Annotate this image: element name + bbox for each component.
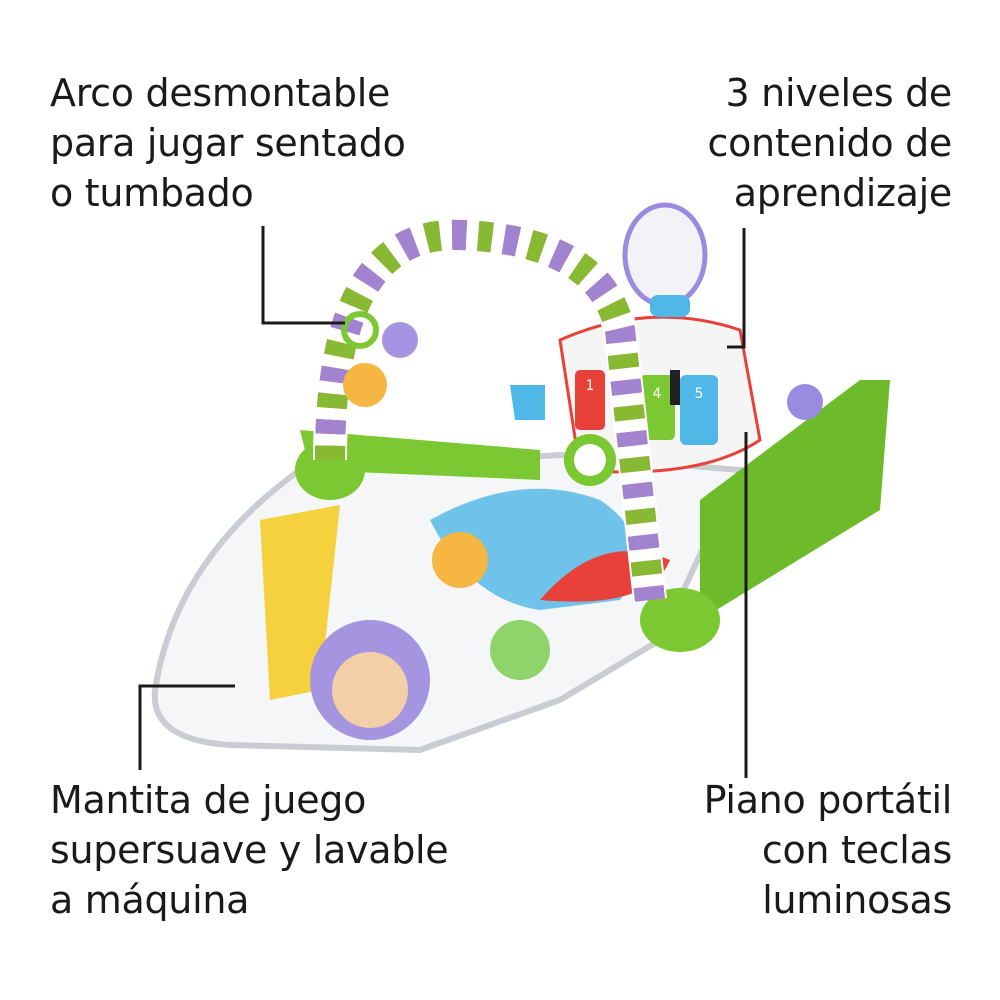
leader-line-arch	[261, 226, 345, 325]
turtle-print	[490, 620, 550, 680]
lion-toy	[343, 363, 387, 407]
callout-line: o tumbado	[50, 171, 254, 215]
callout-line: aprendizaje	[733, 171, 953, 215]
callout-line: 3 niveles de	[725, 71, 953, 115]
monkey-toy	[382, 322, 418, 358]
mirror	[622, 202, 708, 308]
volume-knob	[787, 384, 823, 420]
ring-toy	[341, 311, 379, 349]
leader-line-mat	[138, 684, 235, 770]
piano-key-1-label: 1	[586, 378, 595, 394]
callout-piano: Piano portátil con teclas luminosas	[703, 775, 953, 925]
callout-line: para jugar sentado	[50, 121, 406, 165]
right-arch-base	[640, 588, 720, 652]
callout-play-mat: Mantita de juego supersuave y lavable a …	[50, 775, 449, 925]
left-arch-base	[295, 440, 365, 500]
callout-line: Piano portátil	[703, 778, 953, 822]
leader-line-levels	[727, 228, 746, 349]
callout-line: contenido de	[707, 121, 953, 165]
callout-line: Mantita de juego	[50, 778, 367, 822]
rhino-toy	[510, 385, 545, 420]
callout-line: supersuave y lavable	[50, 828, 449, 872]
callout-learning-levels: 3 niveles de contenido de aprendizaje	[708, 68, 953, 218]
callout-line: a máquina	[50, 878, 250, 922]
callout-line: Arco desmontable	[50, 71, 391, 115]
piano-key-5-label: 5	[695, 386, 704, 402]
callout-line: luminosas	[762, 878, 952, 922]
callout-arch: Arco desmontable para jugar sentado o tu…	[50, 68, 406, 218]
piano-key-4-label: 4	[653, 386, 662, 402]
callout-line: con teclas	[761, 828, 952, 872]
